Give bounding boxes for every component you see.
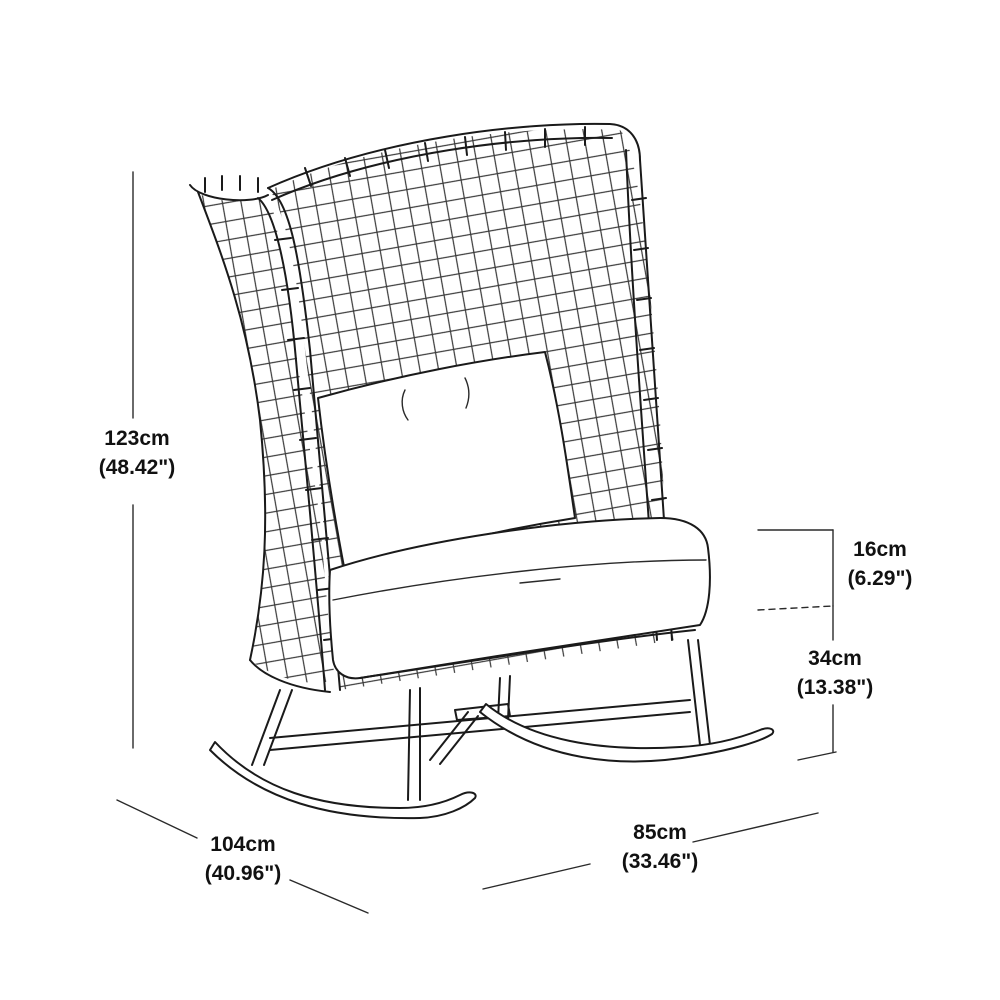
depth-imperial: (33.46") xyxy=(621,850,699,873)
width-label: 104cm (40.96") xyxy=(168,830,318,888)
seat-height-label: 34cm (13.38") xyxy=(770,644,900,702)
back-pillow xyxy=(317,351,576,573)
height-label: 123cm (48.42") xyxy=(72,424,202,482)
width-metric: 104cm xyxy=(210,833,276,856)
depth-label: 85cm (33.46") xyxy=(585,818,735,876)
seat-height-dimension-line xyxy=(797,605,837,761)
seat-cushion xyxy=(328,517,711,680)
width-dimension-line xyxy=(116,799,369,914)
cushion-thickness-metric: 16cm xyxy=(853,538,907,561)
height-imperial: (48.42") xyxy=(98,456,176,479)
seat-height-imperial: (13.38") xyxy=(796,676,874,699)
width-imperial: (40.96") xyxy=(204,862,282,885)
seat-height-metric: 34cm xyxy=(808,647,862,670)
rocking-base xyxy=(209,639,775,820)
depth-metric: 85cm xyxy=(633,821,687,844)
cushion-thickness-label: 16cm (6.29") xyxy=(820,535,940,593)
cushion-dimension-line xyxy=(757,529,834,611)
height-metric: 123cm xyxy=(104,427,170,450)
depth-dimension-line xyxy=(482,812,819,890)
cushion-thickness-imperial: (6.29") xyxy=(847,567,913,590)
